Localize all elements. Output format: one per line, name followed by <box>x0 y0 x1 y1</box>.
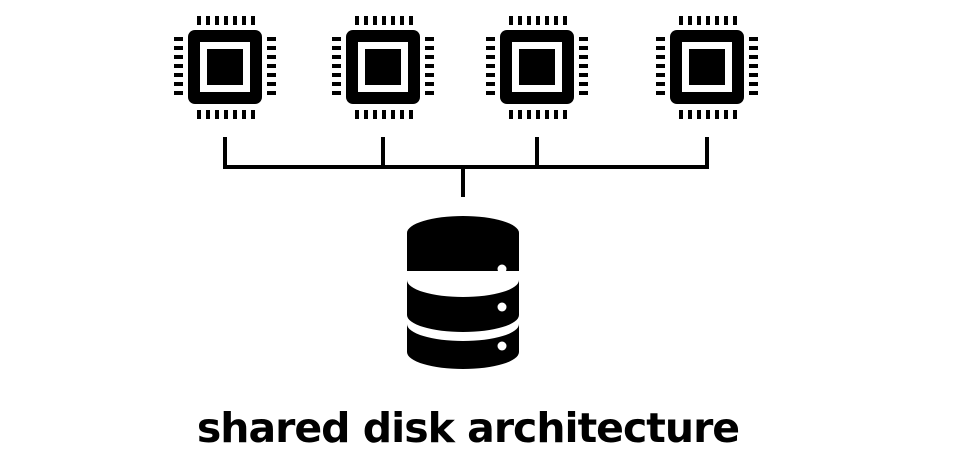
database-disk-icon <box>407 216 519 369</box>
cpu-chip-icon <box>332 16 434 119</box>
cpu-chip-icon <box>486 16 588 119</box>
cpu-chip-icon <box>656 16 758 119</box>
bus-connector <box>223 137 709 197</box>
diagram-caption: shared disk architecture <box>196 404 740 452</box>
cpu-chip-icon <box>174 16 276 119</box>
